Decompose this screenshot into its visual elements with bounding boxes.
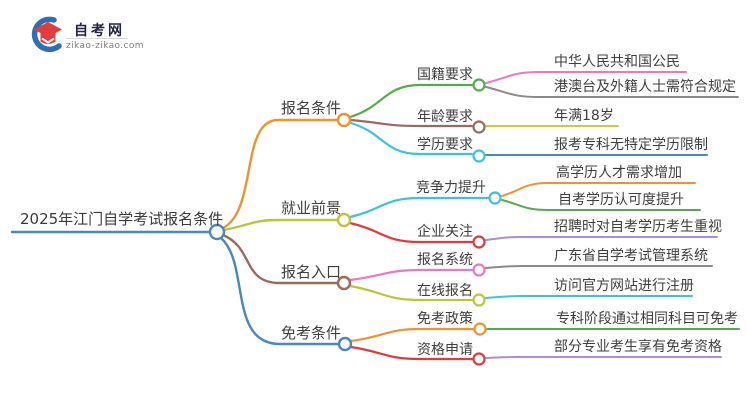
leaf-label: 年满18岁 [554, 108, 614, 124]
subbranch-label: 在线报名 [417, 283, 473, 299]
leaf-label: 部分专业考生享有免考资格 [554, 339, 722, 355]
leaf-label: 高学历人才需求增加 [556, 165, 682, 181]
subbranch-label: 企业关注 [417, 224, 473, 240]
subbranch-curve [349, 345, 474, 361]
subbranch-label: 报名系统 [417, 252, 473, 268]
leaf-label: 专科阶段通过相同科目可免考 [556, 311, 738, 327]
logo-divider [66, 38, 128, 39]
subbranch-label: 免考政策 [417, 311, 473, 327]
leaf-label: 中华人民共和国公民 [554, 54, 680, 70]
subbranch-node-circle [488, 191, 502, 205]
leaf-line [485, 265, 713, 269]
subbranch-node-circle [472, 293, 486, 307]
graduation-cap-icon [31, 16, 62, 53]
central-node-circle [208, 223, 226, 241]
subbranch-node-circle [472, 120, 486, 134]
leaf-line [501, 182, 696, 197]
leaf-line [501, 199, 701, 211]
subbranch-curve [348, 268, 474, 282]
subbranch-label: 学历要求 [417, 137, 473, 153]
leaf-line [485, 356, 722, 359]
leaf-label: 招聘时对自考学历考生重视 [554, 219, 722, 235]
subbranch-curve [348, 83, 474, 119]
subbranch-curve [348, 196, 490, 219]
branch-node-circle [337, 336, 353, 352]
leaf-line [485, 71, 687, 84]
branch-label: 报名条件 [281, 99, 342, 117]
branch-node-circle [336, 275, 352, 291]
subbranch-label: 年龄要求 [417, 109, 473, 125]
branch-node-circle [336, 112, 352, 128]
branch-label: 就业前景 [281, 199, 342, 217]
branch-label: 免考条件 [281, 324, 342, 342]
branch-curve [221, 118, 340, 230]
subbranch-node-circle [472, 352, 486, 366]
subbranch-label: 国籍要求 [417, 67, 473, 83]
logo-title: 自考网 [74, 23, 125, 39]
subbranch-node-circle [472, 235, 486, 249]
leaf-line [485, 295, 693, 299]
subbranch-curve [348, 221, 474, 244]
leaf-label: 报考专科无特定学历限制 [554, 137, 708, 153]
subbranch-label: 竞争力提升 [416, 180, 486, 196]
leaf-label: 自考学历认可度提升 [558, 192, 684, 208]
logo-domain: zikao-zikao.com [66, 41, 144, 51]
subbranch-node-circle [473, 322, 487, 336]
leaf-label: 访问官方网站进行注册 [554, 278, 694, 294]
leaf-label: 广东省自学考试管理系统 [554, 248, 708, 264]
subbranch-curve [348, 284, 474, 302]
branch-curve [222, 218, 340, 232]
branch-curve [219, 236, 341, 346]
branch-node-circle [336, 212, 352, 228]
subbranch-label: 资格申请 [417, 342, 473, 358]
subbranch-node-circle [472, 78, 486, 92]
subbranch-curve [349, 121, 474, 156]
branch-curve [221, 233, 340, 285]
branch-label: 报名入口 [281, 263, 342, 281]
subbranch-curve [349, 327, 475, 343]
leaf-line [485, 86, 739, 98]
site-logo: 自考网 zikao-zikao.com [28, 12, 158, 54]
subbranch-node-circle [472, 149, 486, 163]
leaf-label: 港澳台及外籍人士需符合规定 [554, 79, 736, 95]
subbranch-curve [349, 118, 474, 128]
central-topic-label: 2025年江门自学考试报名条件 [20, 210, 224, 228]
subbranch-node-circle [472, 263, 486, 277]
leaf-line [485, 236, 718, 241]
